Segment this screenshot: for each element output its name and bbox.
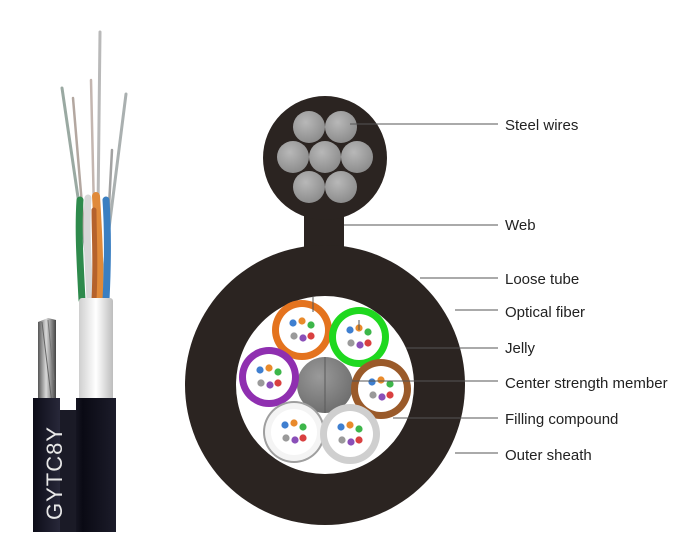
- label-optical-fiber: Optical fiber: [505, 304, 585, 321]
- fiber: [355, 425, 363, 433]
- fiber: [355, 436, 363, 444]
- fiber: [378, 393, 386, 401]
- fiber: [364, 328, 372, 336]
- fiber: [256, 366, 264, 374]
- fiber: [298, 317, 306, 325]
- label-outer-sheath: Outer sheath: [505, 447, 592, 464]
- cable-photo: GYTC8Y: [33, 30, 128, 532]
- fiber: [346, 326, 354, 334]
- loose-tube-brown: [351, 359, 411, 419]
- label-center-strength-member: Center strength member: [505, 375, 668, 392]
- fiber: [307, 332, 315, 340]
- fiber: [291, 436, 299, 444]
- fiber: [289, 319, 297, 327]
- steel-wires: [277, 111, 373, 203]
- fiber: [265, 364, 273, 372]
- label-filling-compound: Filling compound: [505, 411, 618, 428]
- label-loose-tube: Loose tube: [505, 271, 579, 288]
- fiber: [266, 381, 274, 389]
- fiber: [299, 434, 307, 442]
- fiber: [369, 391, 377, 399]
- fiber: [299, 423, 307, 431]
- fiber: [368, 378, 376, 386]
- fiber: [347, 438, 355, 446]
- fiber: [307, 321, 315, 329]
- loose-tube-green: [329, 307, 389, 367]
- fiber: [281, 421, 289, 429]
- loose-tube-orange: [272, 300, 332, 360]
- fiber: [346, 421, 354, 429]
- label-steel-wires: Steel wires: [505, 117, 578, 134]
- optical-fibers: [256, 317, 394, 446]
- fiber: [386, 380, 394, 388]
- label-web: Web: [505, 217, 536, 234]
- fiber: [290, 332, 298, 340]
- fiber: [257, 379, 265, 387]
- loose-tubes-photo: [75, 192, 111, 304]
- fiber: [377, 376, 385, 384]
- model-code: GYTC8Y: [42, 426, 67, 520]
- cross-section: Steel wires Web Loose tube Optical fiber…: [185, 96, 668, 525]
- loose-tube-purple: [239, 347, 299, 407]
- fiber: [337, 423, 345, 431]
- leader-lines: [312, 123, 498, 454]
- fiber: [299, 334, 307, 342]
- loose-tube-white: [263, 401, 325, 463]
- fiber: [356, 341, 364, 349]
- fiber: [274, 368, 282, 376]
- fiber: [386, 391, 394, 399]
- fiber: [282, 434, 290, 442]
- inner-sheath-photo: [79, 298, 113, 402]
- label-jelly: Jelly: [505, 340, 536, 357]
- fiber: [290, 419, 298, 427]
- fiber: [364, 339, 372, 347]
- fiber: [347, 339, 355, 347]
- loose-tube-grey: [320, 404, 380, 464]
- fiber: [338, 436, 346, 444]
- fiber: [274, 379, 282, 387]
